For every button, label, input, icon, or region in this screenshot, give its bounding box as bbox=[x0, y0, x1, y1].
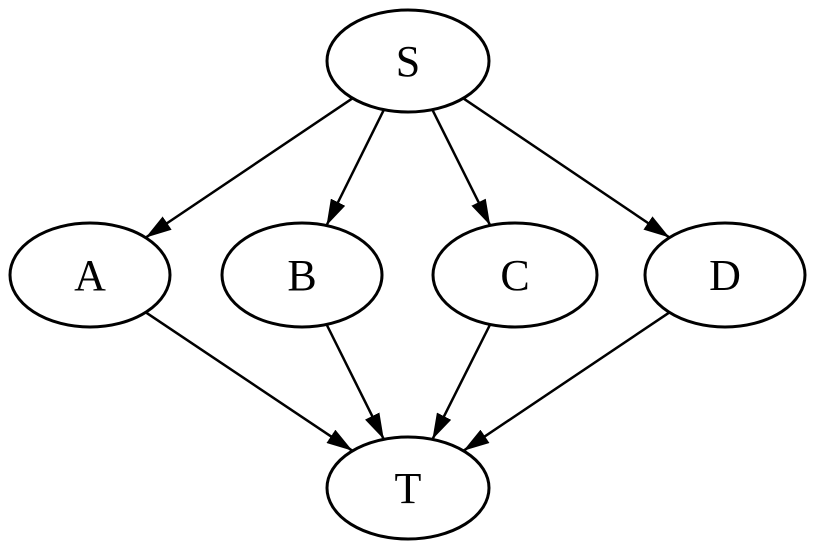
node-c-label: C bbox=[500, 251, 529, 300]
node-d-label: D bbox=[709, 251, 741, 300]
node-c: C bbox=[431, 221, 599, 329]
node-b-label: B bbox=[287, 251, 316, 300]
edge-s-d bbox=[462, 97, 671, 239]
node-t: T bbox=[325, 435, 491, 541]
node-d-ellipse bbox=[643, 221, 807, 329]
node-s-ellipse bbox=[325, 8, 491, 114]
edge-s-b bbox=[325, 109, 386, 227]
node-t-label: T bbox=[395, 464, 422, 513]
node-s: S bbox=[325, 8, 491, 114]
node-s-label: S bbox=[396, 37, 420, 86]
node-c-ellipse bbox=[431, 221, 599, 329]
edge-s-c bbox=[431, 109, 492, 226]
edge-s-a bbox=[144, 97, 354, 239]
node-a-ellipse bbox=[8, 221, 172, 329]
node-a: A bbox=[8, 221, 172, 329]
node-a-label: A bbox=[74, 251, 106, 300]
edge-a-t bbox=[145, 311, 354, 452]
edge-c-t bbox=[431, 323, 492, 440]
edge-b-t bbox=[325, 323, 385, 440]
node-d: D bbox=[643, 221, 807, 329]
node-b-ellipse bbox=[220, 221, 384, 329]
node-b: B bbox=[220, 221, 384, 329]
nodes-layer: S A B C D T bbox=[8, 8, 807, 541]
edge-d-t bbox=[462, 311, 671, 452]
node-t-ellipse bbox=[325, 435, 491, 541]
edges-layer bbox=[144, 97, 671, 452]
